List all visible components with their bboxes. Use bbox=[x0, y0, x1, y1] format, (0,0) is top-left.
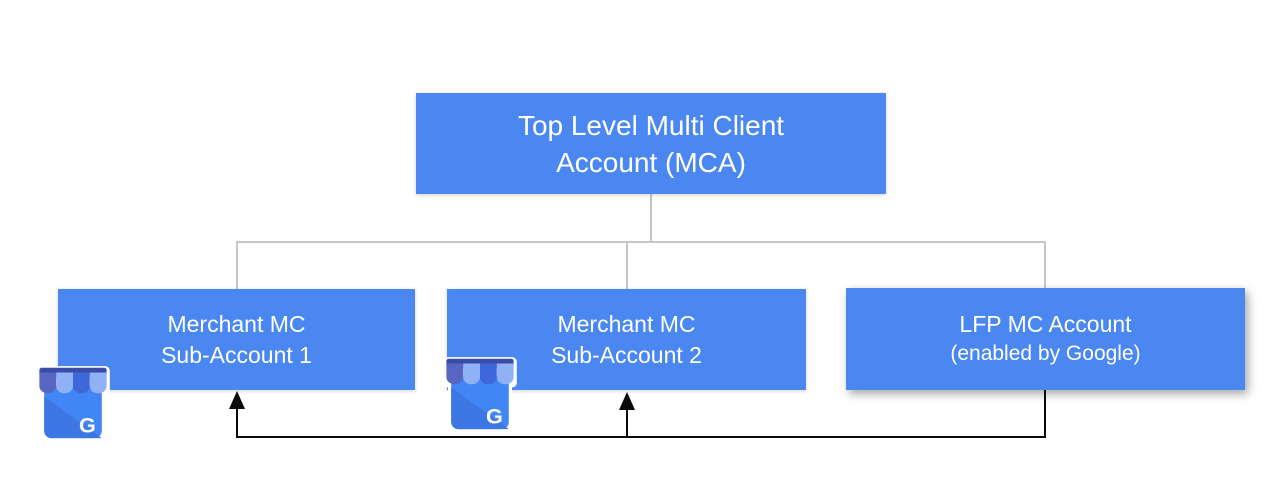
node-label-line: Merchant MC bbox=[167, 310, 306, 337]
g-logo-letter: G bbox=[79, 413, 96, 438]
g-logo-letter: G bbox=[486, 404, 503, 429]
feed-line-up-subaccount-2 bbox=[626, 407, 628, 437]
connector-drop-subaccount-2 bbox=[626, 241, 628, 290]
node-label-line: LFP MC Account bbox=[959, 311, 1132, 337]
root-node-mca: Top Level Multi Client Account (MCA) bbox=[416, 93, 886, 194]
google-business-profile-icon: G bbox=[440, 357, 520, 434]
connector-drop-lfp bbox=[1044, 241, 1046, 289]
arrowhead-subaccount-2 bbox=[619, 392, 635, 410]
feed-line-lfp-down bbox=[1044, 390, 1046, 438]
google-business-profile-icon: G bbox=[33, 366, 113, 443]
connector-drop-subaccount-1 bbox=[236, 241, 238, 290]
node-label-line: Merchant MC bbox=[557, 310, 696, 337]
feed-line-up-subaccount-1 bbox=[236, 405, 238, 437]
node-label-line: Account (MCA) bbox=[556, 146, 746, 178]
node-label-line: Sub-Account 1 bbox=[161, 341, 312, 368]
child-node-merchant-subaccount-1: Merchant MC Sub-Account 1 bbox=[58, 289, 415, 390]
child-node-lfp-account: LFP MC Account (enabled by Google) bbox=[846, 288, 1245, 390]
node-label-line: Sub-Account 2 bbox=[551, 341, 702, 368]
connector-root-drop bbox=[650, 194, 652, 242]
connector-horizontal-bar bbox=[236, 241, 1046, 243]
feed-line-horizontal bbox=[236, 436, 1046, 438]
arrowhead-subaccount-1 bbox=[229, 391, 245, 409]
node-label-line: Top Level Multi Client bbox=[517, 109, 785, 141]
node-label-line: (enabled by Google) bbox=[950, 342, 1141, 365]
